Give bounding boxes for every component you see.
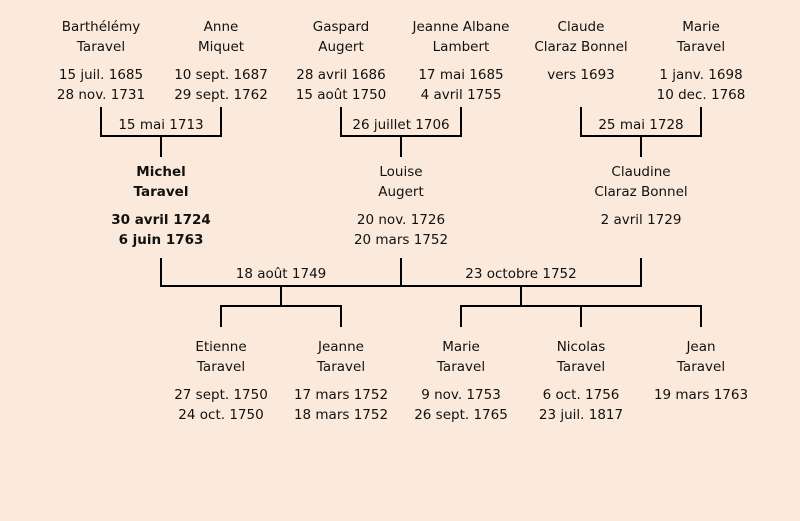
person-first-name: Jean <box>686 339 716 355</box>
person-card-focus: Michel Taravel 30 avril 1724 6 juin 1763 <box>86 162 236 250</box>
person-last-name: Claraz Bonnel <box>534 39 628 55</box>
birth-date: 2 avril 1729 <box>600 212 682 228</box>
person-last-name: Claraz Bonnel <box>594 184 688 200</box>
person-last-name: Taravel <box>676 39 726 55</box>
marriage-date: 18 août 1749 <box>235 266 327 282</box>
person-card: Nicolas Taravel 6 oct. 1756 23 juil. 181… <box>506 337 656 425</box>
person-first-name: Marie <box>442 339 480 355</box>
person-card: Jeanne Taravel 17 mars 1752 18 mars 1752 <box>266 337 416 425</box>
death-date: 10 dec. 1768 <box>656 87 746 103</box>
person-card: Jeanne Albane Lambert 17 mai 1685 4 avri… <box>386 17 536 105</box>
birth-date: 20 nov. 1726 <box>356 212 446 228</box>
death-date: 20 mars 1752 <box>353 232 449 248</box>
birth-date: 1 janv. 1698 <box>659 67 743 83</box>
person-last-name: Taravel <box>196 359 246 375</box>
death-date: 23 juil. 1817 <box>538 407 624 423</box>
person-first-name: Jeanne Albane <box>412 19 510 35</box>
person-card: Marie Taravel 9 nov. 1753 26 sept. 1765 <box>386 337 536 425</box>
person-card: Claude Claraz Bonnel vers 1693 <box>506 17 656 85</box>
person-card: Marie Taravel 1 janv. 1698 10 dec. 1768 <box>626 17 776 105</box>
person-first-name: Claude <box>557 19 605 35</box>
marriage-date: 25 mai 1728 <box>598 117 684 133</box>
person-last-name: Taravel <box>133 184 189 200</box>
person-card: Jean Taravel 19 mars 1763 <box>626 337 776 405</box>
birth-date: 27 sept. 1750 <box>174 387 268 403</box>
person-last-name: Lambert <box>432 39 490 55</box>
person-card: Louise Augert 20 nov. 1726 20 mars 1752 <box>326 162 476 250</box>
birth-date: 6 oct. 1756 <box>542 387 620 403</box>
person-first-name: Claudine <box>611 164 671 180</box>
birth-date: vers 1693 <box>547 67 615 83</box>
person-last-name: Taravel <box>316 359 366 375</box>
person-last-name: Augert <box>378 184 424 200</box>
person-first-name: Gaspard <box>312 19 370 35</box>
person-last-name: Taravel <box>436 359 486 375</box>
birth-date: 10 sept. 1687 <box>174 67 268 83</box>
death-date: 28 nov. 1731 <box>56 87 146 103</box>
death-date: 6 juin 1763 <box>118 232 204 248</box>
person-first-name: Louise <box>379 164 423 180</box>
person-first-name: Anne <box>203 19 239 35</box>
death-date: 18 mars 1752 <box>293 407 389 423</box>
person-first-name: Marie <box>682 19 720 35</box>
person-first-name: Jeanne <box>318 339 364 355</box>
person-card: Anne Miquet 10 sept. 1687 29 sept. 1762 <box>146 17 296 105</box>
person-last-name: Taravel <box>676 359 726 375</box>
birth-date: 17 mai 1685 <box>418 67 504 83</box>
person-last-name: Miquet <box>197 39 245 55</box>
birth-date: 15 juil. 1685 <box>58 67 144 83</box>
person-first-name: Michel <box>136 164 186 180</box>
death-date: 4 avril 1755 <box>420 87 502 103</box>
person-first-name: Barthélémy <box>61 19 141 35</box>
birth-date: 17 mars 1752 <box>293 387 389 403</box>
death-date: 24 oct. 1750 <box>178 407 264 423</box>
birth-date: 9 nov. 1753 <box>421 387 501 403</box>
person-first-name: Nicolas <box>556 339 606 355</box>
person-first-name: Etienne <box>195 339 247 355</box>
marriage-date: 23 octobre 1752 <box>465 266 577 282</box>
person-last-name: Taravel <box>76 39 126 55</box>
marriage-date: 26 juillet 1706 <box>352 117 450 133</box>
birth-date: 30 avril 1724 <box>111 212 211 228</box>
death-date: 29 sept. 1762 <box>174 87 268 103</box>
person-last-name: Augert <box>318 39 364 55</box>
person-card: Claudine Claraz Bonnel 2 avril 1729 <box>566 162 716 230</box>
person-card: Gaspard Augert 28 avril 1686 15 août 175… <box>266 17 416 105</box>
person-card: Etienne Taravel 27 sept. 1750 24 oct. 17… <box>146 337 296 425</box>
birth-date: 19 mars 1763 <box>653 387 749 403</box>
death-date: 15 août 1750 <box>295 87 387 103</box>
person-last-name: Taravel <box>556 359 606 375</box>
marriage-date: 15 mai 1713 <box>118 117 204 133</box>
birth-date: 28 avril 1686 <box>296 67 386 83</box>
death-date: 26 sept. 1765 <box>414 407 508 423</box>
person-card: Barthélémy Taravel 15 juil. 1685 28 nov.… <box>26 17 176 105</box>
